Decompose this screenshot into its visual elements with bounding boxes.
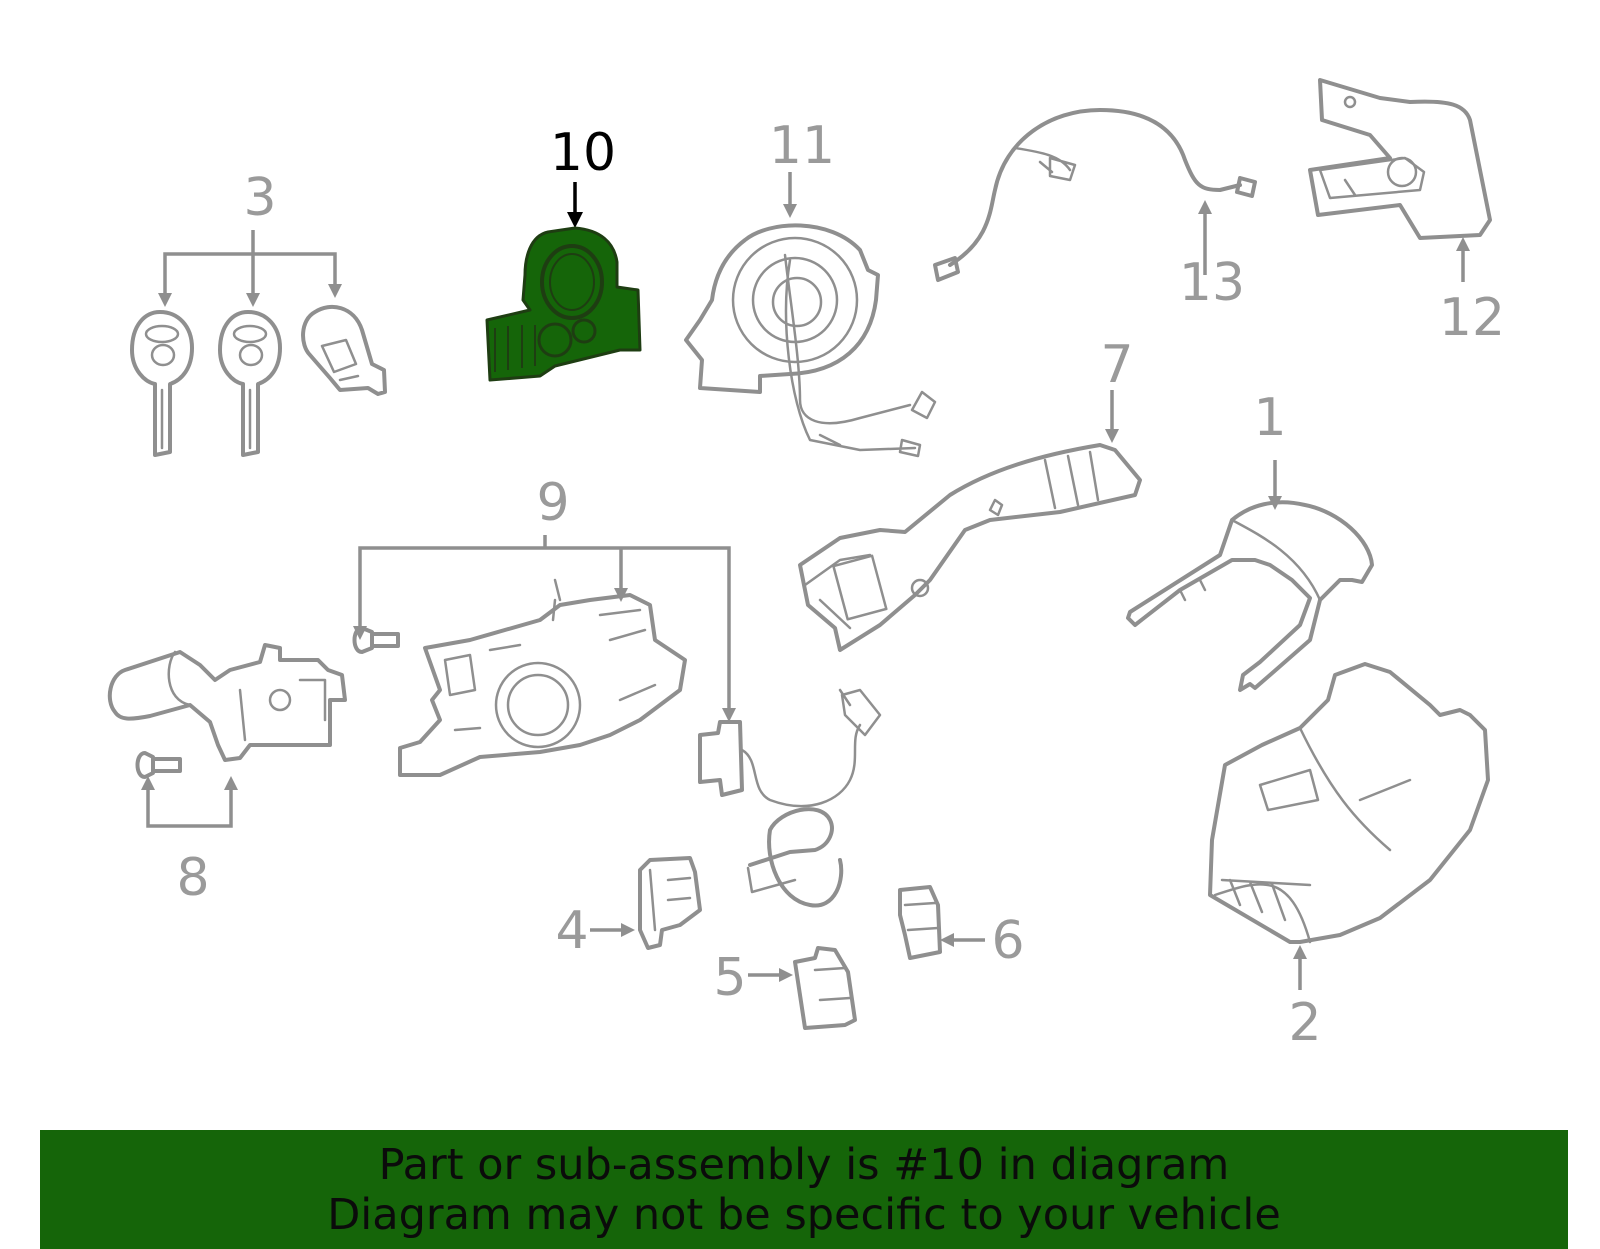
part-13-wire-harness[interactable] (933, 108, 1257, 282)
info-banner: Part or sub-assembly is #10 in diagram D… (40, 1130, 1568, 1249)
callout-6: 6 (991, 911, 1024, 971)
callout-5: 5 (713, 948, 746, 1008)
callout-7: 7 (1100, 335, 1133, 395)
part-1-upper-cover[interactable] (1126, 460, 1374, 692)
part-8-turn-signal-switch[interactable] (107, 643, 347, 828)
callout-13: 13 (1179, 253, 1245, 313)
callout-3: 3 (243, 168, 276, 228)
callout-8: 8 (176, 848, 209, 908)
part-9-combination-switch[interactable] (352, 535, 882, 908)
callout-12: 12 (1439, 288, 1505, 348)
part-5-switch[interactable] (748, 946, 857, 1030)
part-7-wiper-switch[interactable] (798, 390, 1142, 652)
banner-line-2: Diagram may not be specific to your vehi… (327, 1189, 1281, 1240)
part-10-steering-sensor[interactable] (485, 182, 642, 382)
callout-9: 9 (536, 473, 569, 533)
part-12-bracket[interactable] (1308, 78, 1492, 282)
callout-4: 4 (555, 901, 588, 961)
part-6-switch[interactable] (898, 885, 985, 960)
part-4-switch[interactable] (590, 856, 702, 950)
callout-1: 1 (1253, 388, 1286, 448)
callout-11: 11 (769, 116, 835, 176)
callout-2: 2 (1288, 993, 1321, 1053)
part-3-keys[interactable] (130, 230, 387, 457)
part-2-lower-cover[interactable] (1208, 662, 1490, 990)
callout-10: 10 (550, 123, 616, 183)
part-11-clock-spring[interactable] (684, 172, 937, 458)
banner-line-1: Part or sub-assembly is #10 in diagram (378, 1139, 1230, 1190)
